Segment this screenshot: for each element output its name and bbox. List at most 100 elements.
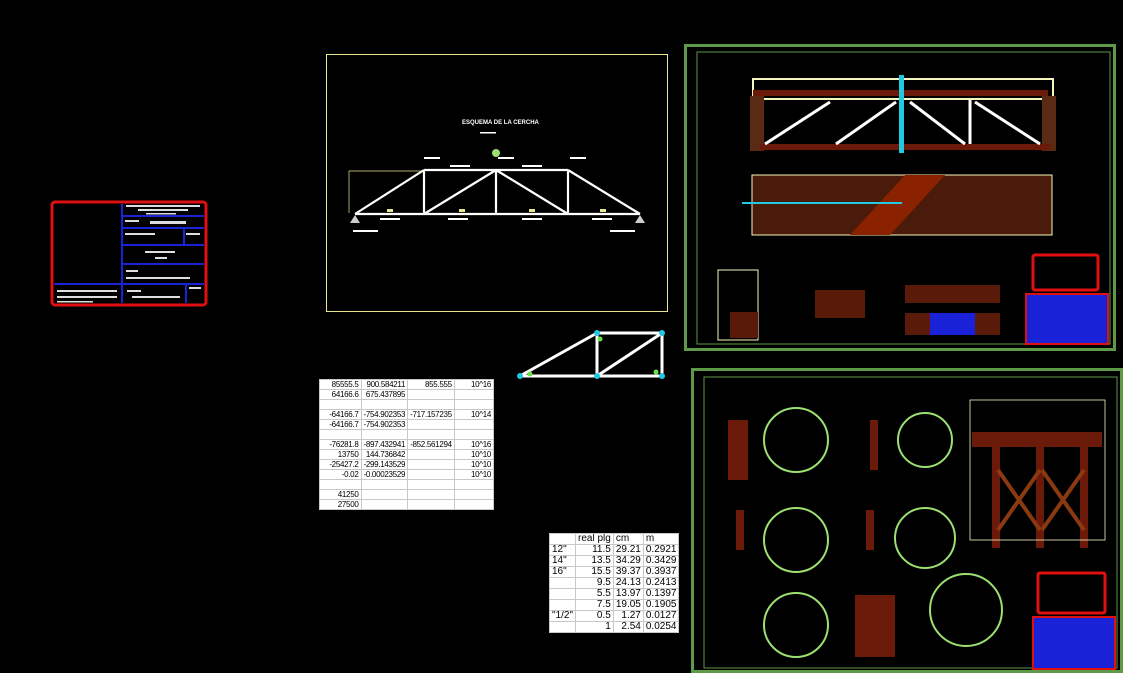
table-cell[interactable]: 0.1905 bbox=[642, 599, 680, 611]
table-cell[interactable] bbox=[319, 399, 362, 410]
table-cell[interactable]: -754.902353 bbox=[360, 409, 409, 420]
table-cell[interactable]: -754.902353 bbox=[360, 419, 409, 430]
table-cell[interactable]: 0.1397 bbox=[642, 588, 680, 600]
table-cell[interactable]: -0.00023529 bbox=[360, 469, 409, 480]
table-cell[interactable] bbox=[407, 489, 455, 500]
table-cell[interactable]: 39.37 bbox=[612, 566, 644, 578]
table-cell[interactable]: 0.2921 bbox=[642, 544, 680, 556]
table-cell[interactable]: 85555.5 bbox=[319, 379, 362, 390]
table-cell[interactable]: 15.5 bbox=[575, 566, 614, 578]
table-cell[interactable] bbox=[360, 489, 409, 500]
table-cell[interactable]: 13750 bbox=[319, 449, 362, 460]
table-cell[interactable] bbox=[407, 459, 455, 470]
table-cell[interactable] bbox=[407, 449, 455, 460]
table-cell[interactable] bbox=[319, 479, 362, 490]
table-cell[interactable]: 0.5 bbox=[575, 610, 614, 622]
table-cell[interactable]: -717.157235 bbox=[407, 409, 455, 420]
table-cell[interactable]: 1.27 bbox=[612, 610, 644, 622]
table-cell[interactable]: 10^10 bbox=[453, 449, 495, 460]
table-cell[interactable]: 11.5 bbox=[575, 544, 614, 556]
table-cell[interactable]: -897.432941 bbox=[360, 439, 409, 450]
table-cell[interactable] bbox=[407, 389, 455, 400]
table-cell[interactable]: 0.0127 bbox=[642, 610, 680, 622]
table-cell[interactable] bbox=[407, 429, 455, 440]
table-cell[interactable]: -76281.8 bbox=[319, 439, 362, 450]
table-cell[interactable]: 0.0254 bbox=[642, 621, 680, 633]
table-cell[interactable] bbox=[453, 489, 495, 500]
conversion-table-header: real plg cm m bbox=[548, 533, 680, 545]
table-cell[interactable]: 14" bbox=[548, 555, 577, 567]
table-cell[interactable] bbox=[548, 621, 577, 633]
table-cell[interactable]: 675.437895 bbox=[360, 389, 409, 400]
drawing-sheet-elevation-plan[interactable] bbox=[684, 44, 1116, 351]
table-cell[interactable]: 12" bbox=[548, 544, 577, 556]
table-row bbox=[319, 479, 495, 490]
table-cell[interactable] bbox=[360, 479, 409, 490]
table-cell[interactable] bbox=[453, 479, 495, 490]
table-cell[interactable]: 41250 bbox=[319, 489, 362, 500]
table-cell[interactable] bbox=[453, 399, 495, 410]
table-cell[interactable] bbox=[360, 399, 409, 410]
table-cell[interactable]: 0.3937 bbox=[642, 566, 680, 578]
table-cell[interactable] bbox=[548, 588, 577, 600]
table-cell[interactable]: 13.5 bbox=[575, 555, 614, 567]
table-cell[interactable] bbox=[360, 429, 409, 440]
table-cell[interactable]: 27500 bbox=[319, 499, 362, 510]
table-cell[interactable]: 855.555 bbox=[407, 379, 455, 390]
table-cell[interactable] bbox=[548, 577, 577, 589]
table-cell[interactable]: 7.5 bbox=[575, 599, 614, 611]
table-cell[interactable]: 2.54 bbox=[612, 621, 644, 633]
table-cell[interactable]: 24.13 bbox=[612, 577, 644, 589]
table-cell[interactable]: -852.561294 bbox=[407, 439, 455, 450]
table-cell[interactable] bbox=[548, 599, 577, 611]
table-cell[interactable] bbox=[407, 479, 455, 490]
table-cell[interactable]: 10^14 bbox=[453, 409, 495, 420]
table-cell[interactable] bbox=[407, 499, 455, 510]
table-cell[interactable]: -299.143529 bbox=[360, 459, 409, 470]
table-cell[interactable]: 29.21 bbox=[612, 544, 644, 556]
table-cell[interactable]: 16" bbox=[548, 566, 577, 578]
table-cell[interactable] bbox=[407, 469, 455, 480]
table-cell[interactable]: 10^16 bbox=[453, 439, 495, 450]
table-cell[interactable]: 10^10 bbox=[453, 469, 495, 480]
header-cell: cm bbox=[612, 533, 644, 545]
table-cell[interactable]: 5.5 bbox=[575, 588, 614, 600]
table-cell[interactable] bbox=[453, 429, 495, 440]
table-cell[interactable]: 10^16 bbox=[453, 379, 495, 390]
table-cell[interactable]: 64166.6 bbox=[319, 389, 362, 400]
table-cell[interactable] bbox=[407, 419, 455, 430]
table-cell[interactable]: -25427.2 bbox=[319, 459, 362, 470]
table-cell[interactable]: 19.05 bbox=[612, 599, 644, 611]
drawing-sheet-joint-details[interactable] bbox=[691, 368, 1123, 673]
table-cell[interactable]: 0.3429 bbox=[642, 555, 680, 567]
table-cell[interactable]: 13.97 bbox=[612, 588, 644, 600]
table-cell[interactable] bbox=[360, 499, 409, 510]
table-cell[interactable]: 900.584211 bbox=[360, 379, 409, 390]
table-cell[interactable]: -64166.7 bbox=[319, 419, 362, 430]
table-cell[interactable]: -64166.7 bbox=[319, 409, 362, 420]
table-row bbox=[319, 429, 495, 440]
table-cell[interactable] bbox=[453, 499, 495, 510]
truss-scheme-title: ESQUEMA DE LA CERCHA bbox=[462, 120, 539, 126]
table-cell[interactable] bbox=[453, 389, 495, 400]
table-cell[interactable] bbox=[407, 399, 455, 410]
table-cell[interactable]: 34.29 bbox=[612, 555, 644, 567]
table-cell[interactable]: "1/2" bbox=[548, 610, 577, 622]
table-cell[interactable]: 0.2413 bbox=[642, 577, 680, 589]
table-cell[interactable]: 1 bbox=[575, 621, 614, 633]
table-cell[interactable]: 9.5 bbox=[575, 577, 614, 589]
table-cell[interactable]: 10^10 bbox=[453, 459, 495, 470]
table-cell[interactable] bbox=[319, 429, 362, 440]
small-truss-sketch bbox=[517, 330, 665, 379]
table-cell[interactable]: 144.736842 bbox=[360, 449, 409, 460]
table-cell[interactable]: -0.02 bbox=[319, 469, 362, 480]
table-cell[interactable] bbox=[453, 419, 495, 430]
